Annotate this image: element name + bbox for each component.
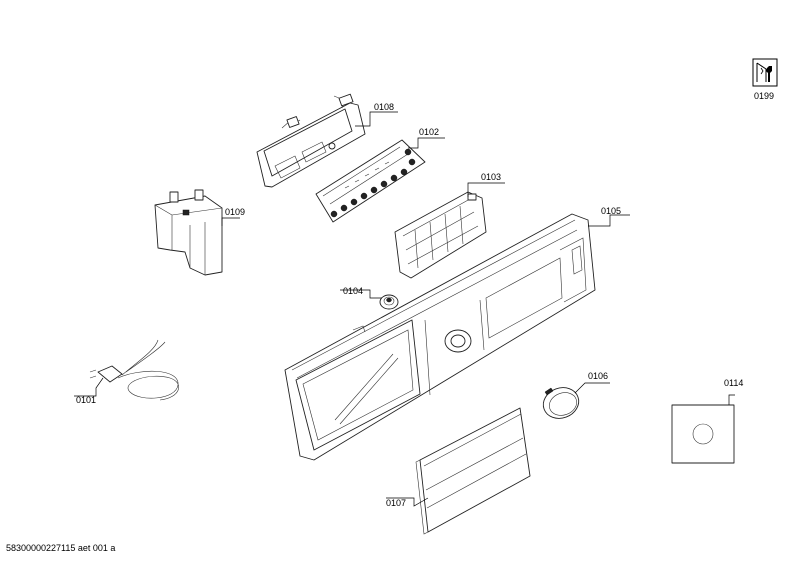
label-0106: 0106 [588,371,608,381]
label-0114: 0114 [724,378,743,388]
part-0101-power-cord[interactable] [89,339,179,401]
label-0107: 0107 [386,498,406,508]
label-0103: 0103 [481,172,501,182]
service-wrench-icon[interactable] [752,58,778,87]
part-0114-label-sheet[interactable] [671,404,735,464]
label-0101: 0101 [76,395,96,405]
label-0105: 0105 [601,206,621,216]
part-0105-control-panel[interactable] [284,213,596,461]
part-0103-display-module[interactable] [394,191,487,279]
label-0109: 0109 [225,207,245,217]
part-0109-power-module[interactable] [154,189,223,276]
part-0106-round-cover[interactable] [539,383,583,424]
drawing-number: 58300000227115 aet 001 a [6,543,116,553]
part-0104-knob[interactable] [379,294,399,310]
label-0199: 0199 [754,91,774,101]
part-0108-bracket[interactable] [256,93,366,188]
label-0102: 0102 [419,127,439,137]
label-0104: 0104 [343,286,363,296]
label-0108: 0108 [374,102,394,112]
part-0107-display-cover[interactable] [415,407,531,535]
part-0102-control-board[interactable] [315,139,426,223]
